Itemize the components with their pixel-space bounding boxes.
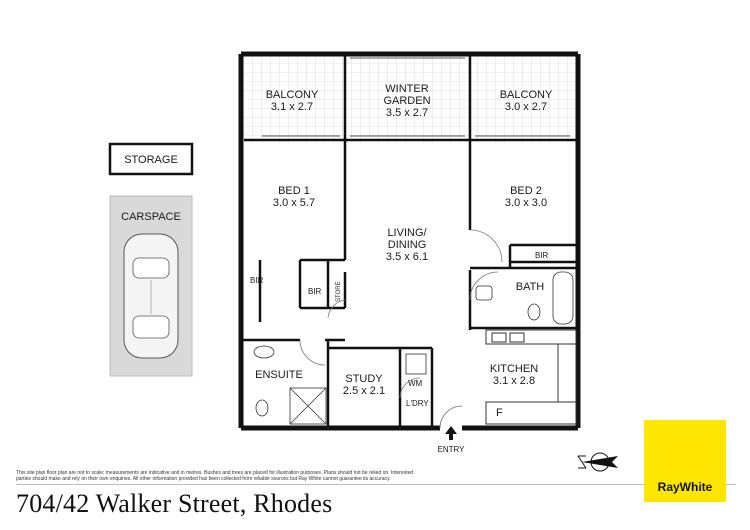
- bed2-size: 3.0 x 3.0: [505, 197, 547, 209]
- entry-label: ENTRY: [438, 445, 466, 454]
- living-name-1: LIVING/: [387, 227, 427, 239]
- balcony-left-name: BALCONY: [266, 89, 319, 101]
- bath-name: BATH: [516, 281, 545, 293]
- study-name: STUDY: [345, 373, 383, 385]
- disclaimer-text: This site plan floor plan are not to sca…: [16, 470, 414, 482]
- living-name-2: DINING: [388, 239, 427, 251]
- store-label: STORE: [336, 281, 342, 302]
- exterior-walls: [238, 51, 581, 431]
- door-swings: [299, 229, 503, 429]
- divider: [16, 484, 736, 485]
- winter-garden-name-1: WINTER: [385, 83, 428, 95]
- balcony-left-size: 3.1 x 2.7: [271, 101, 313, 113]
- storage-box: [108, 142, 194, 176]
- laundry-label: L'DRY: [406, 399, 429, 408]
- bed2-name: BED 2: [510, 185, 542, 197]
- bed1-size: 3.0 x 5.7: [273, 197, 315, 209]
- storage-label: STORAGE: [124, 154, 178, 166]
- carspace-label: CARSPACE: [121, 211, 181, 223]
- kitchen-benches: [485, 329, 577, 425]
- balcony-right-name: BALCONY: [500, 89, 553, 101]
- bir-robe-label: BIR: [308, 287, 322, 296]
- wm-label: WM: [408, 379, 423, 388]
- bed1-name: BED 1: [278, 185, 310, 197]
- sliding-doors: [262, 57, 570, 137]
- bathroom-fixtures: [253, 271, 574, 425]
- raywhite-logo: RayWhite: [644, 420, 726, 502]
- balcony-area: [244, 56, 578, 140]
- kitchen-name: KITCHEN: [490, 363, 538, 375]
- property-address: 704/42 Walker Street, Rhodes: [16, 489, 333, 518]
- study-size: 2.5 x 2.1: [343, 385, 385, 397]
- balcony-right-size: 3.0 x 2.7: [505, 101, 547, 113]
- arrow-up-icon: [445, 426, 457, 440]
- ensuite-name: ENSUITE: [255, 369, 303, 381]
- kitchen-size: 3.1 x 2.8: [493, 375, 535, 387]
- bir-bed2-label: BIR: [535, 251, 549, 260]
- winter-garden-size: 3.5 x 2.7: [386, 107, 428, 119]
- winter-garden-name-2: GARDEN: [383, 95, 430, 107]
- car-icon: [123, 233, 179, 359]
- fridge-label: F: [496, 407, 503, 419]
- living-size: 3.5 x 6.1: [386, 251, 428, 263]
- room-labels: BALCONY 3.1 x 2.7 WINTER GARDEN 3.5 x 2.…: [250, 83, 553, 419]
- north-arrow-icon: [577, 452, 618, 472]
- bir-bed1-label: BIR: [250, 276, 264, 285]
- raywhite-logo-text: RayWhite: [657, 480, 713, 494]
- interior-walls: [241, 56, 578, 428]
